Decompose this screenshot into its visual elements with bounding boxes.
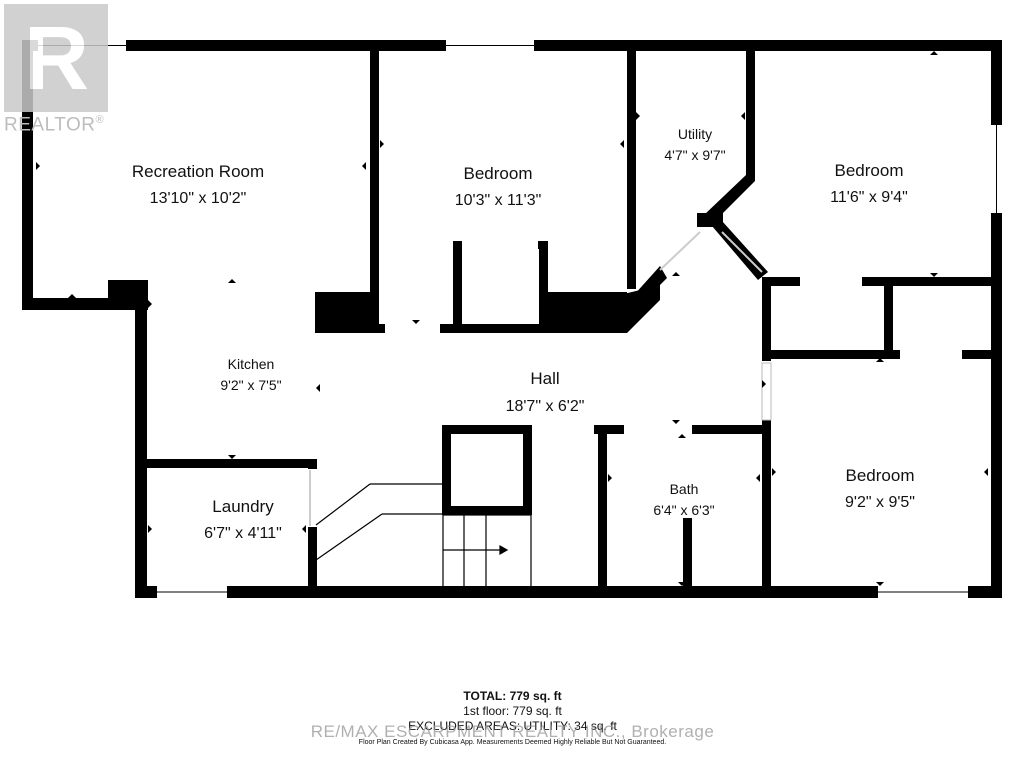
- realtor-logo-text: REALTOR®: [4, 114, 104, 136]
- realtor-logo-letter: R: [24, 9, 89, 109]
- bedroom2-name: Bedroom: [835, 161, 904, 180]
- recreation-room-name: Recreation Room: [132, 162, 264, 181]
- recreation-room-dims: 13'10" x 10'2": [150, 190, 247, 207]
- stairs: [315, 483, 532, 588]
- bath-dims: 6'4" x 6'3": [653, 502, 714, 518]
- laundry-name: Laundry: [212, 497, 274, 516]
- room-labels: Recreation Room 13'10" x 10'2" Bedroom 1…: [132, 126, 915, 542]
- kitchen-dims: 9'2" x 7'5": [220, 377, 281, 393]
- bedroom2-dims: 11'6" x 9'4": [830, 189, 908, 206]
- realtor-logo: R REALTOR®: [0, 0, 120, 140]
- excluded-areas: EXCLUDED AREAS: UTILITY: 34 sq. ft: [408, 719, 617, 733]
- bedroom1-dims: 10'3" x 11'3": [455, 192, 542, 209]
- registered-mark: ®: [95, 114, 105, 126]
- first-floor-area: 1st floor: 779 sq. ft: [463, 704, 562, 718]
- bedroom3-name: Bedroom: [846, 466, 915, 485]
- hall-name: Hall: [530, 369, 559, 388]
- door-lines: [309, 231, 763, 526]
- realtor-logo-word: REALTOR: [4, 114, 96, 136]
- utility-name: Utility: [678, 126, 712, 142]
- kitchen-name: Kitchen: [228, 356, 275, 372]
- dimension-ticks: [36, 51, 988, 586]
- disclaimer: Floor Plan Created By Cubicasa App. Meas…: [358, 739, 667, 746]
- total-area: TOTAL: 779 sq. ft: [463, 689, 562, 703]
- bedroom1-name: Bedroom: [464, 164, 533, 183]
- hall-dims: 18'7" x 6'2": [506, 398, 585, 415]
- area-summary: TOTAL: 779 sq. ft 1st floor: 779 sq. ft …: [0, 689, 1025, 750]
- bath-name: Bath: [670, 481, 699, 497]
- brokerage-watermark: RE/MAX ESCARPMENT REALTY INC., Brokerage: [310, 722, 715, 741]
- bedroom3-dims: 9'2" x 9'5": [845, 494, 915, 511]
- laundry-dims: 6'7" x 4'11": [204, 525, 282, 542]
- realtor-logo-mark: R: [4, 4, 108, 112]
- utility-dims: 4'7" x 9'7": [664, 147, 725, 163]
